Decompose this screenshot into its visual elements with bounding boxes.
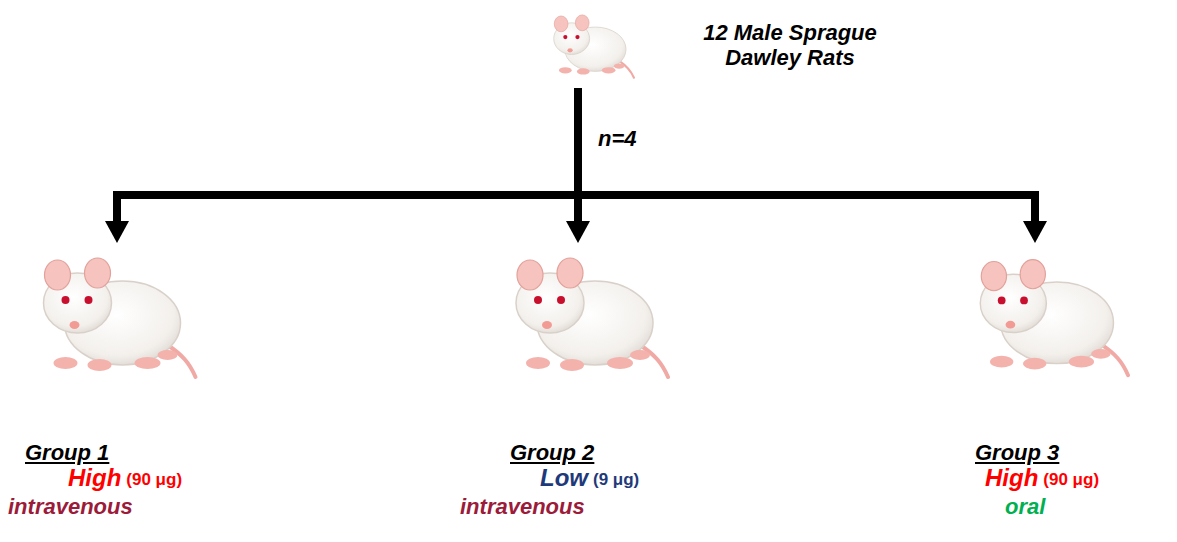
- dose-level: High: [68, 464, 121, 492]
- rat-image: [44, 258, 196, 377]
- branch-arrow: [578, 92, 1047, 243]
- route-label: oral: [1005, 494, 1045, 519]
- route-label: intravenous: [8, 494, 133, 519]
- group-node: Group 3High(90 μg) oral: [920, 243, 1170, 533]
- dose-level: Low: [540, 464, 588, 492]
- group-heading: Group 2: [510, 440, 594, 465]
- group-heading: Group 1: [25, 440, 109, 465]
- rat-image: [980, 260, 1128, 376]
- cohort-node: 12 Male Sprague Dawley Rats: [540, 0, 894, 92]
- branch-arrow: [105, 92, 578, 243]
- route-label: intravenous: [460, 494, 585, 519]
- dose-amount: (90 μg): [126, 470, 182, 490]
- rat-image: [516, 258, 668, 377]
- group-heading: Group 3: [975, 440, 1059, 465]
- dose-amount: (9 μg): [593, 470, 639, 490]
- group-title: 12 Male Sprague Dawley Rats: [690, 20, 890, 71]
- dose-amount: (90 μg): [1043, 470, 1099, 490]
- group-node: Group 1High(90 μg) intravenous: [5, 243, 255, 533]
- dose-level: High: [985, 464, 1038, 492]
- group-node: Group 2Low(9 μg) intravenous: [455, 243, 717, 533]
- group-size-label: n=4: [596, 126, 639, 151]
- rat-image: [554, 15, 634, 78]
